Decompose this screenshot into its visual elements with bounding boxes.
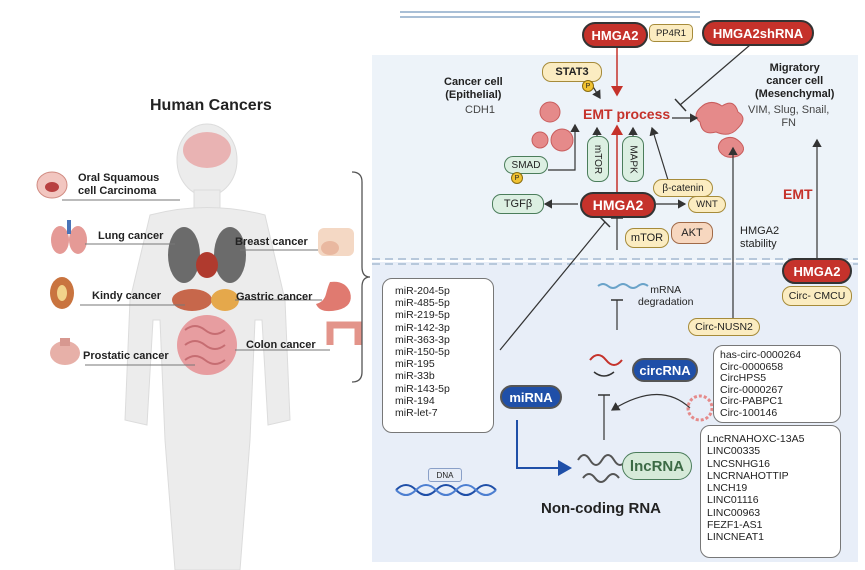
emt-process-label: EMT process [583, 106, 671, 122]
mirna-node: miRNA [500, 385, 562, 409]
label-lung-cancer: Lung cancer [98, 230, 164, 242]
label-kidney-cancer: Kindy cancer [92, 290, 162, 302]
prostate-icon [50, 341, 80, 365]
mirna-list-item: miR-195 [395, 358, 435, 371]
brain-organ [183, 132, 231, 168]
intestine-organ [177, 315, 237, 375]
mapk-node: MAPK [622, 136, 644, 182]
mirna-list-item: miR-485-5p [395, 297, 450, 310]
circ-nusn2-node: Circ-NUSN2 [688, 318, 760, 336]
lncrna-list-item: LncRNAHOXC-13A5 [707, 433, 805, 445]
pp4r1-node: PP4R1 [649, 24, 693, 42]
lncrna-node: lncRNA [622, 452, 692, 480]
lncrna-list-item: LINCNEAT1 [707, 531, 764, 544]
circrna-list-item: Circ-100146 [720, 406, 778, 419]
label-gastric-cancer: Gastric cancer [236, 291, 313, 303]
hmga2-center-node: HMGA2 [580, 192, 656, 218]
tgfb-node: TGFβ [492, 194, 544, 214]
mirna-list-item: miR-142-3p [395, 321, 450, 334]
mesenchymal-markers: VIM, Slug, Snail, FN [748, 104, 830, 129]
hmga2shrna-node: HMGA2shRNA [702, 20, 814, 46]
lncrna-list-item: LINC00335 [707, 445, 761, 458]
colon-icon [326, 321, 362, 345]
lncrna-list-item: FEZF1-AS1 [707, 519, 763, 532]
beta-catenin-node: β-catenin [653, 179, 713, 197]
lung-icon [51, 226, 69, 254]
circrna-list-item: Circ-PABPC1 [720, 395, 783, 408]
circrna-node: circRNA [632, 358, 698, 382]
label-breast-cancer: Breast cancer [235, 236, 308, 248]
akt-node: AKT [671, 222, 713, 244]
lncrna-list-item: LINC01116 [707, 494, 759, 507]
lncrna-list-item: LINC00963 [707, 506, 761, 519]
lncrna-list-item: LNCSNHG16 [707, 457, 771, 470]
mirna-list-item: miR-33b [395, 370, 435, 383]
lncrna-list-item: LNCH19 [707, 482, 748, 495]
dna-label: DNA [428, 468, 462, 482]
mtor-vertical-label: mTOR [592, 144, 604, 174]
mrna-degradation-label: mRNA degradation [638, 284, 694, 308]
noncoding-rna-label: Non-coding RNA [541, 500, 661, 517]
human-body-figure [36, 123, 370, 570]
circ-cmcu-node: Circ- CMCU [782, 286, 852, 306]
epithelial-cell-label: Cancer cell (Epithelial) [444, 76, 503, 101]
mtor-vertical-node: mTOR [587, 136, 609, 182]
circrna-list-item: Circ-0000267 [720, 383, 784, 396]
cancers-bracket [351, 171, 370, 383]
emt-label: EMT [783, 186, 813, 202]
wnt-node: WNT [688, 196, 726, 213]
label-prostatic-cancer: Prostatic cancer [83, 350, 169, 362]
mirna-list-item: miR-let-7 [395, 407, 438, 420]
mesenchymal-cell-label: Migratory cancer cell (Mesenchymal) [755, 62, 835, 100]
phospho-badge-smad: P [511, 172, 523, 184]
phospho-badge-stat3: P [582, 80, 594, 92]
smad-node: SMAD [504, 156, 548, 174]
lung-organ [168, 227, 200, 283]
mirna-list-item: miR-219-5p [395, 309, 450, 322]
epithelial-marker: CDH1 [465, 104, 495, 116]
mapk-label: MAPK [627, 144, 639, 174]
lncrna-list-item: LNCRNAHOTTIP [707, 469, 789, 482]
hmga2-top-node: HMGA2 [582, 22, 648, 48]
stat3-node: STAT3 [542, 62, 602, 82]
mirna-list-item: miR-204-5p [395, 285, 450, 297]
mirna-list-item: miR-363-3p [395, 333, 450, 346]
human-cancers-title: Human Cancers [150, 97, 272, 114]
label-colon-cancer: Colon cancer [246, 339, 316, 351]
hmga2-stability-label: HMGA2 stability [740, 225, 780, 250]
circrna-list-item: Circ-0000658 [720, 360, 784, 373]
circrna-list-item: has-circ-0000264 [720, 349, 802, 361]
stomach-icon [316, 281, 351, 312]
hmga2-right-node: HMGA2 [782, 258, 852, 284]
label-oral-cancer: Oral Squamous cell Carcinoma [78, 172, 160, 197]
mirna-list-item: miR-150-5p [395, 346, 450, 359]
mtor-node: mTOR [625, 228, 669, 248]
circrna-list-item: CircHPS5 [720, 372, 767, 385]
mirna-list-item: miR-143-5p [395, 382, 450, 395]
mirna-list-item: miR-194 [395, 394, 435, 407]
